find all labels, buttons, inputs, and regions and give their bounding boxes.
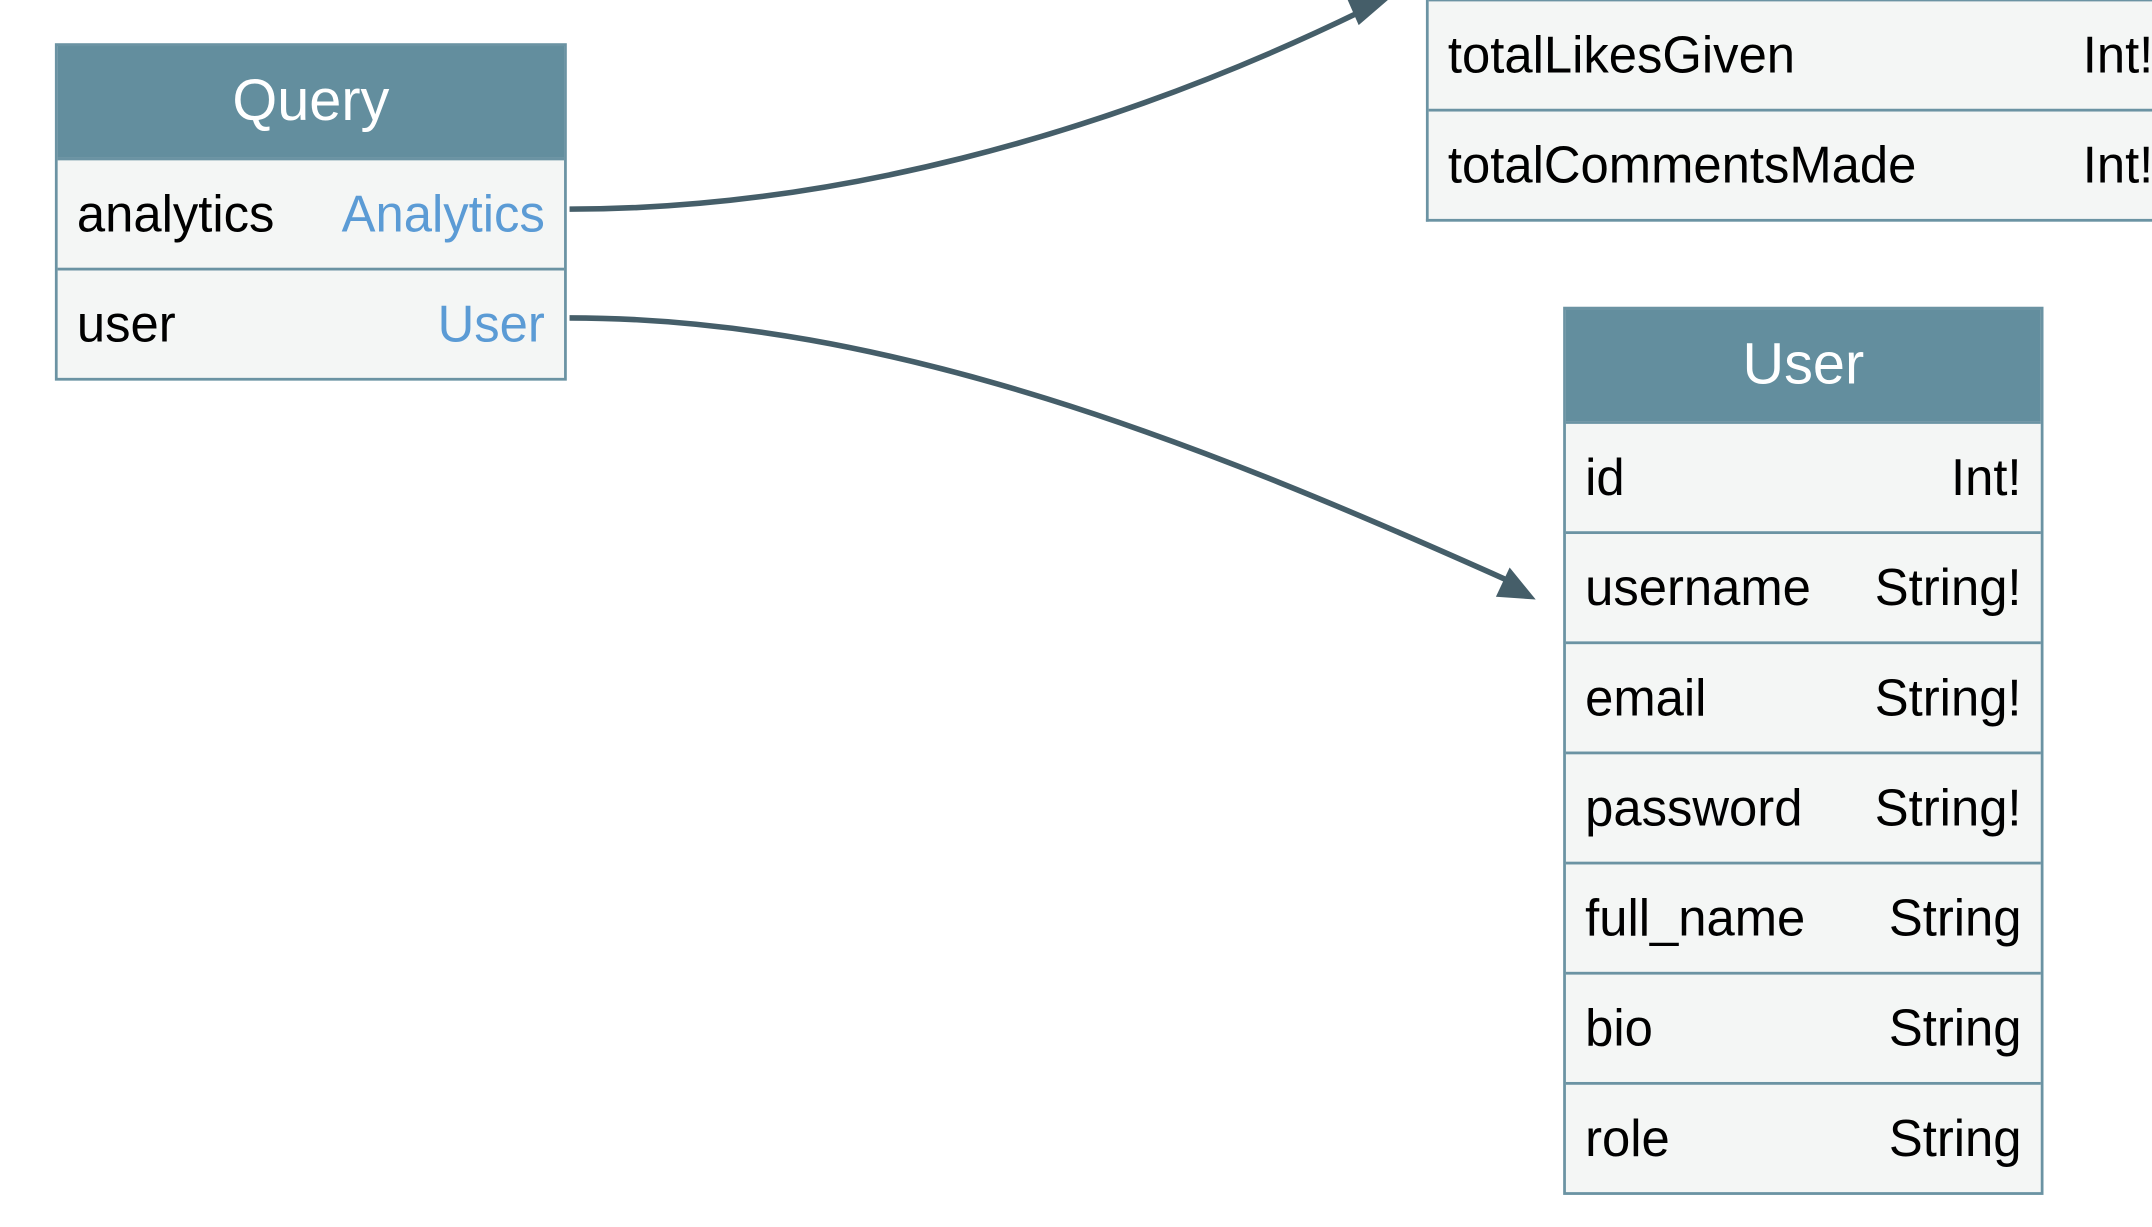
field-name: role bbox=[1585, 1109, 1670, 1167]
node-title: User bbox=[1565, 309, 2041, 422]
node-title: Query bbox=[57, 46, 565, 158]
node-query[interactable]: Query analytics Analytics user User bbox=[54, 43, 567, 381]
field-type: String! bbox=[1874, 558, 2022, 616]
field-row[interactable]: totalLikesGiven Int! bbox=[1428, 0, 2152, 109]
edge-query-analytics bbox=[569, 8, 1363, 212]
field-name: bio bbox=[1585, 999, 1653, 1057]
field-row[interactable]: bio String bbox=[1565, 971, 2041, 1082]
field-name: password bbox=[1585, 778, 1803, 836]
field-type: String bbox=[1888, 999, 2022, 1057]
field-type: Int! bbox=[2082, 25, 2152, 83]
field-row[interactable]: analytics Analytics bbox=[57, 157, 565, 268]
arrowhead-icon bbox=[1495, 567, 1536, 600]
field-type-link[interactable]: Analytics bbox=[341, 184, 545, 242]
arrowhead-icon bbox=[1347, 0, 1388, 26]
field-name: totalCommentsMade bbox=[1447, 135, 1917, 194]
field-name: analytics bbox=[76, 184, 275, 242]
field-name: username bbox=[1585, 558, 1811, 616]
field-row[interactable]: user User bbox=[57, 267, 565, 378]
field-name: full_name bbox=[1585, 888, 1806, 947]
field-type: String bbox=[1888, 1109, 2022, 1167]
edge-query-user bbox=[569, 315, 1509, 583]
field-name: id bbox=[1585, 448, 1625, 506]
field-row[interactable]: id Int! bbox=[1565, 421, 2041, 531]
field-name: email bbox=[1585, 668, 1707, 726]
field-row[interactable]: role String bbox=[1565, 1081, 2041, 1192]
field-type-link[interactable]: User bbox=[437, 294, 545, 353]
field-type: String! bbox=[1874, 778, 2022, 836]
field-name: user bbox=[76, 294, 176, 353]
field-type: String! bbox=[1874, 668, 2022, 726]
field-row[interactable]: full_name String bbox=[1565, 861, 2041, 972]
field-name: totalLikesGiven bbox=[1447, 25, 1796, 83]
field-row[interactable]: email String! bbox=[1565, 641, 2041, 751]
field-type: Int! bbox=[1950, 448, 2022, 506]
field-row[interactable]: totalCommentsMade Int! bbox=[1428, 108, 2152, 219]
field-type: Int! bbox=[2082, 135, 2152, 194]
field-row[interactable]: password String! bbox=[1565, 751, 2041, 862]
field-row[interactable]: username String! bbox=[1565, 531, 2041, 641]
field-type: String bbox=[1888, 888, 2022, 947]
